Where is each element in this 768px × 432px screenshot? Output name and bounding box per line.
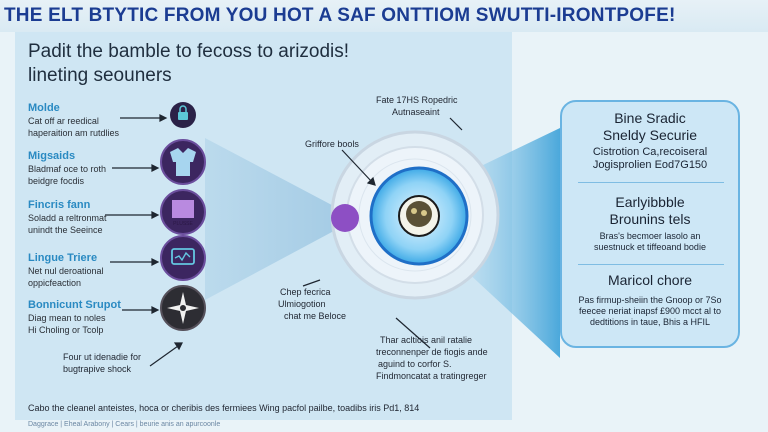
headline-line-2: lineting seouners xyxy=(28,65,172,86)
left-beam xyxy=(205,138,345,300)
section-2-line-1: Bras's becmoer lasolo an xyxy=(599,231,701,241)
item-title: Fincris fann xyxy=(28,199,91,211)
label-top-right-1: Fate 17HS Ropedric xyxy=(376,95,458,105)
info-section-3: Maricol chore Pas firmup-sheiin the Gnoo… xyxy=(562,272,738,328)
section-3-line-2: feecee neriat inapsf £900 mcct al to xyxy=(578,306,722,316)
label-bottom-3: aguind to corfor S. xyxy=(378,359,452,369)
section-3-line-1: Pas firmup-sheiin the Gnoop or 7So xyxy=(578,295,722,305)
label-bottom-2: treconnenper de fiogis ande xyxy=(376,347,488,357)
item-desc: haperaition am rutdlies xyxy=(28,128,120,138)
gear-icon xyxy=(160,285,206,331)
divider xyxy=(578,264,724,265)
banner-title: THE ELT BTYTIC FROM YOU HOT A SAF ONTTIO… xyxy=(4,5,676,26)
headline-line-1: Padit the bamble to fecoss to arizodis! xyxy=(28,41,350,62)
list-item: Bonnicunt Srupot Diag mean to noles Hi C… xyxy=(28,299,158,336)
page-headline: Padit the bamble to fecoss to arizodis! … xyxy=(28,40,448,88)
section-1-line-2: Jogisprolien Eod7G150 xyxy=(592,159,708,171)
label-bottom-1: Thar acltiois anil ratalie xyxy=(380,335,473,345)
lock-icon xyxy=(170,102,196,128)
monitor-icon xyxy=(160,235,206,281)
item-desc: unindt the Seeince xyxy=(28,225,103,235)
label-chep-3: chat me Beloce xyxy=(284,311,347,321)
info-box: Bine Sradic Sneldy Securie Cistrotion Ca… xyxy=(560,100,740,348)
info-section-2: Earlyibbble Brounins tels Bras's becmoer… xyxy=(562,194,738,253)
list-item: Migsaids Bladmaf oce to roth beidgre foc… xyxy=(28,150,158,187)
section-2-title-1: Earlyibbble xyxy=(615,194,685,210)
section-1-title-1: Bine Sradic xyxy=(614,110,686,126)
label-chep-2: Ulmiogotion xyxy=(278,299,326,309)
item-desc: Net nul deroational xyxy=(28,266,104,276)
section-2-line-2: suestnuck et tiffeoand bodie xyxy=(594,242,706,252)
section-3-title: Maricol chore xyxy=(607,272,693,288)
label-bottom-4: Findmoncatat a tratingreger xyxy=(376,371,487,381)
item-desc: beidgre focdis xyxy=(28,176,85,186)
banner: THE ELT BTYTIC FROM YOU HOT A SAF ONTTIO… xyxy=(0,0,768,32)
item-desc: Soladd a reltronmat xyxy=(28,213,107,223)
emblem-icon xyxy=(406,201,432,227)
badge-icon xyxy=(160,189,206,235)
item-title: Molde xyxy=(28,102,60,114)
label-griffore: Griffore bools xyxy=(305,139,359,149)
item-title: Bonnicunt Srupot xyxy=(28,299,121,311)
footer-credits: Daggrace | Eheal Arabony | Cears | beuri… xyxy=(28,421,221,428)
label-top-right-2: Autnaseaint xyxy=(392,107,440,117)
connector-node xyxy=(331,204,359,232)
list-item: Molde Cat off ar reedical haperaition am… xyxy=(28,102,158,139)
section-1-title-2: Sneldy Securie xyxy=(602,127,698,143)
item-desc: Hi Choling or Tcolp xyxy=(28,325,104,335)
label-chep-1: Chep fecrica xyxy=(280,287,331,297)
footer-caption: Cabo the cleanel anteistes, hoca or cher… xyxy=(28,403,420,413)
info-section-1: Bine Sradic Sneldy Securie Cistrotion Ca… xyxy=(562,110,738,172)
item-desc: Cat off ar reedical xyxy=(28,116,99,126)
item-desc: Diag mean to noles xyxy=(28,313,106,323)
section-3-line-3: dedtitions in taue, Bhis a HFIL xyxy=(589,317,711,327)
item-title: Migsaids xyxy=(28,150,76,162)
item-desc: Bladmaf oce to roth xyxy=(28,164,107,174)
divider xyxy=(578,182,724,183)
badge-icon-label: PLUSSE xyxy=(173,221,193,227)
section-1-line-1: Cistrotion Ca,recoiseral xyxy=(592,146,708,158)
item-title: Lingue Triere xyxy=(28,252,98,264)
label-four-1: Four ut idenadie for xyxy=(63,352,142,362)
item-desc: oppicfeaction xyxy=(28,278,82,288)
list-item: Fincris fann Soladd a reltronmat unindt … xyxy=(28,199,158,236)
section-2-title-2: Brounins tels xyxy=(609,211,691,227)
label-four-2: bugtrapive shock xyxy=(63,364,132,374)
list-item: Lingue Triere Net nul deroational oppicf… xyxy=(28,252,158,289)
jacket-icon xyxy=(160,139,206,185)
